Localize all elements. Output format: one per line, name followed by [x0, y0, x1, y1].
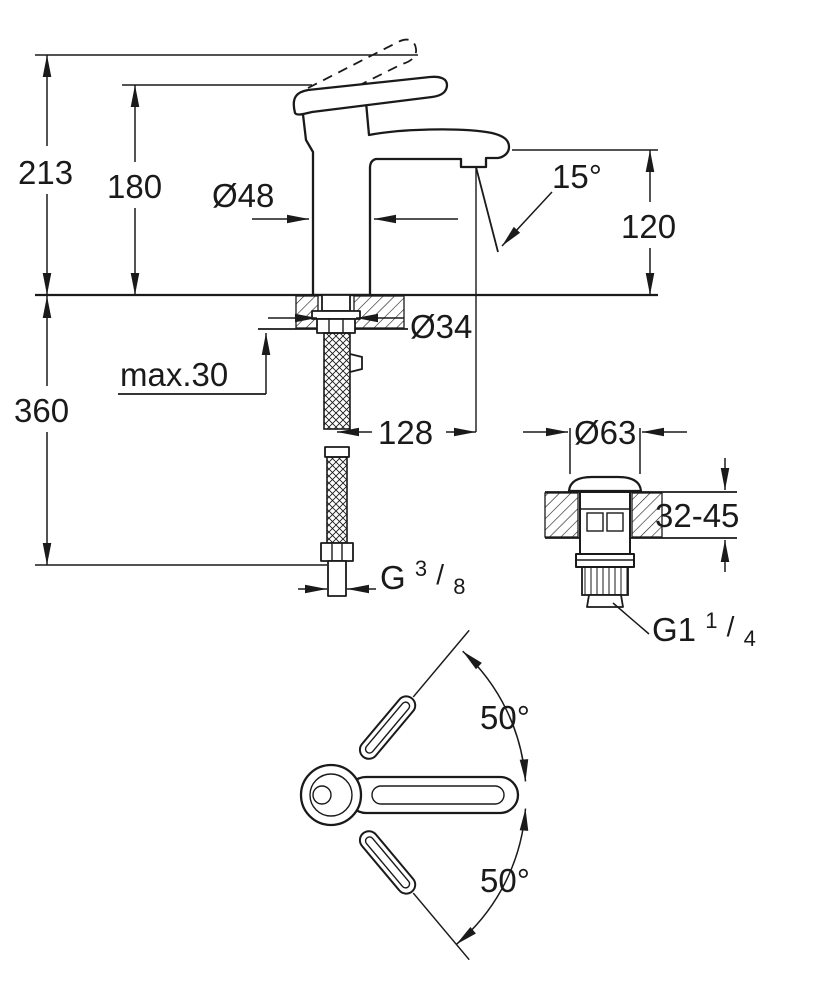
supply-thread-label: G 3 / 8: [380, 546, 465, 599]
supply-thread-denominator: 8: [453, 574, 465, 599]
handle-grip-up: [358, 695, 417, 760]
handle-raised-outline: [307, 38, 417, 101]
waste-thread-denominator: 4: [744, 626, 756, 651]
faucet-top-view: 50° 50°: [299, 629, 530, 961]
dim-flange-diameter: Ø63: [523, 414, 687, 451]
waste-slot-left: [586, 512, 604, 532]
faucet-body: [300, 100, 511, 297]
dim-spray-angle: 15°: [501, 158, 602, 247]
mounting-nut: [316, 318, 356, 334]
dim-max-deck: max.30: [118, 333, 271, 395]
threaded-rod: [323, 332, 351, 430]
waste-thread: [581, 566, 629, 596]
label-waste-thread: G1 1 / 4: [612, 598, 756, 651]
waste-thread-prefix: G1: [652, 611, 696, 648]
faucet-side-view: [292, 38, 511, 432]
dim-overall-height: 213: [18, 55, 73, 295]
dim-supply-length: 360: [14, 296, 69, 565]
dim-hole-diameter: Ø34: [268, 308, 472, 345]
counter-hatch-right: [353, 295, 405, 329]
shank: [321, 294, 351, 312]
supply-thread-prefix: G: [380, 559, 406, 596]
body-inner-circle: [309, 773, 353, 817]
waste-thread-numerator: 1: [705, 608, 717, 633]
waste-thread-leader: [612, 602, 650, 635]
mounting-hardware: [311, 294, 363, 430]
water-stream-line: [475, 166, 499, 253]
extension-lines: [35, 54, 658, 566]
waste-slot-right: [606, 512, 624, 532]
dim-spout-reach: 128: [337, 414, 476, 451]
handle-top-outline: [346, 775, 520, 815]
body-diameter-label: Ø48: [212, 177, 274, 214]
retaining-clip: [349, 353, 363, 373]
swing-arc-down: [455, 808, 529, 945]
waste-cap: [567, 475, 643, 493]
max-deck-label: max.30: [120, 356, 228, 393]
handle-grip-down: [358, 830, 417, 895]
handle-grip-down-inner: [364, 836, 411, 889]
supply-hose: [320, 446, 354, 597]
spray-angle-label: 15°: [552, 158, 602, 195]
dim-body-diameter: Ø48: [212, 177, 458, 224]
spout-height-label: 120: [621, 208, 676, 245]
waste-body: [579, 491, 631, 555]
dim-deck-range: 32-45: [655, 458, 739, 572]
waste-hatch-left: [544, 492, 579, 538]
swing-axis-down: [412, 892, 470, 961]
dim-handle-height: 180: [107, 85, 162, 295]
swing-up-label: 50°: [480, 699, 530, 736]
supply-thread-slash: /: [436, 559, 444, 590]
handle-height-label: 180: [107, 168, 162, 205]
deck-range-label: 32-45: [655, 497, 739, 534]
swing-arc-up: [462, 650, 529, 782]
supply-length-label: 360: [14, 392, 69, 429]
hose-nut: [320, 542, 354, 562]
washer: [311, 310, 361, 320]
waste-thread-slash: /: [727, 611, 735, 642]
supply-thread-numerator: 3: [415, 556, 427, 581]
handle-position-down: [358, 830, 470, 961]
handle-lever: [292, 75, 449, 116]
dim-supply-thread: G 3 / 8: [298, 546, 465, 599]
flange-diameter-label: Ø63: [574, 414, 636, 451]
braided-hose: [326, 456, 348, 544]
brand-mark: [312, 785, 332, 805]
waste-fitting: [544, 428, 737, 608]
spout-reach-label: 128: [378, 414, 433, 451]
waste-tailpiece: [586, 594, 624, 608]
handle-grip-up-inner: [364, 701, 411, 754]
swing-axis-up: [412, 629, 470, 698]
hose-thread-tube: [327, 560, 347, 597]
waste-thread-label: G1 1 / 4: [652, 598, 756, 651]
swing-down-label: 50°: [480, 862, 530, 899]
waste-hatch-right: [631, 492, 663, 538]
handle-position-up: [358, 629, 470, 760]
hose-connector: [324, 446, 350, 458]
dim-spout-height: 120: [621, 150, 676, 295]
overall-height-label: 213: [18, 154, 73, 191]
handle-top-inner: [371, 785, 505, 805]
hole-diameter-label: Ø34: [410, 308, 472, 345]
